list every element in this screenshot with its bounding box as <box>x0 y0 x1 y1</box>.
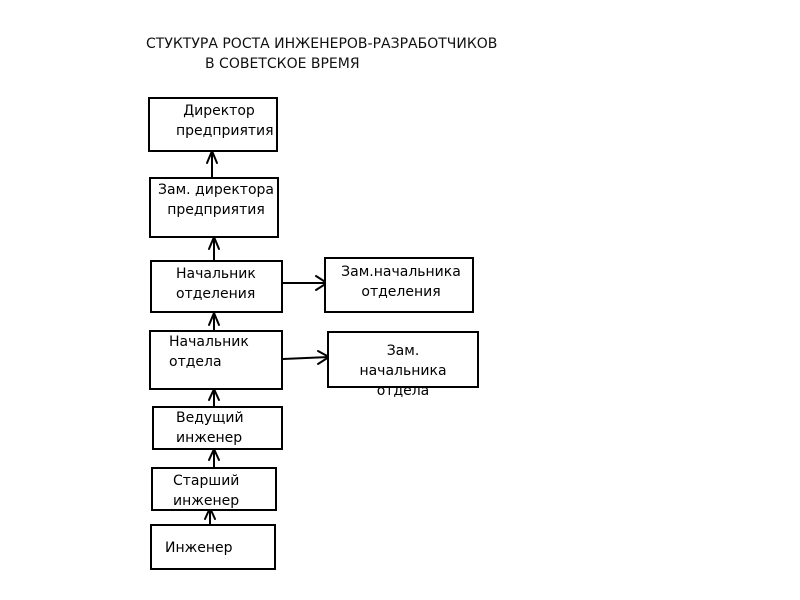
edge-department-head-to-deputy <box>282 350 331 365</box>
node-division-head: Начальник отделения <box>150 260 283 313</box>
title-line-1: СТУКТУРА РОСТА ИНЖЕНЕРОВ-РАЗРАБОТЧИКОВ <box>146 36 498 52</box>
node-senior-engineer: Старший инженер <box>151 467 277 511</box>
node-director-label: Директор предприятия <box>176 103 274 139</box>
node-director: Директор предприятия <box>148 97 278 152</box>
node-division-head-label: Начальник отделения <box>176 266 256 302</box>
node-deputy-division-head-label: Зам.начальника отделения <box>341 264 461 300</box>
edge-senior-to-lead <box>208 446 220 468</box>
edge-department-to-division-head <box>208 310 220 331</box>
edge-division-head-to-deputy <box>281 275 329 291</box>
node-deputy-director-label: Зам. директора предприятия <box>158 182 274 218</box>
node-lead-engineer: Ведущий инженер <box>152 406 283 450</box>
node-deputy-department-head-label: Зам. начальника отдела <box>359 343 447 399</box>
node-deputy-director: Зам. директора предприятия <box>149 177 279 238</box>
node-deputy-department-head: Зам. начальника отдела <box>327 331 479 399</box>
node-engineer-label: Инженер <box>165 540 233 556</box>
node-department-head-label: Начальник отдела <box>169 334 249 370</box>
edge-deputy-director-to-director <box>206 148 218 178</box>
node-senior-engineer-label: Старший инженер <box>173 473 240 509</box>
node-deputy-division-head: Зам.начальника отделения <box>324 257 474 313</box>
node-engineer: Инженер <box>150 524 276 570</box>
node-lead-engineer-label: Ведущий инженер <box>176 410 244 446</box>
node-department-head: Начальник отдела <box>149 330 283 390</box>
edge-division-to-deputy-director <box>208 234 220 261</box>
diagram-title: СТУКТУРА РОСТА ИНЖЕНЕРОВ-РАЗРАБОТЧИКОВ В… <box>146 34 497 74</box>
title-line-2: В СОВЕТСКОЕ ВРЕМЯ <box>205 56 360 72</box>
edge-lead-to-department-head <box>208 386 220 407</box>
